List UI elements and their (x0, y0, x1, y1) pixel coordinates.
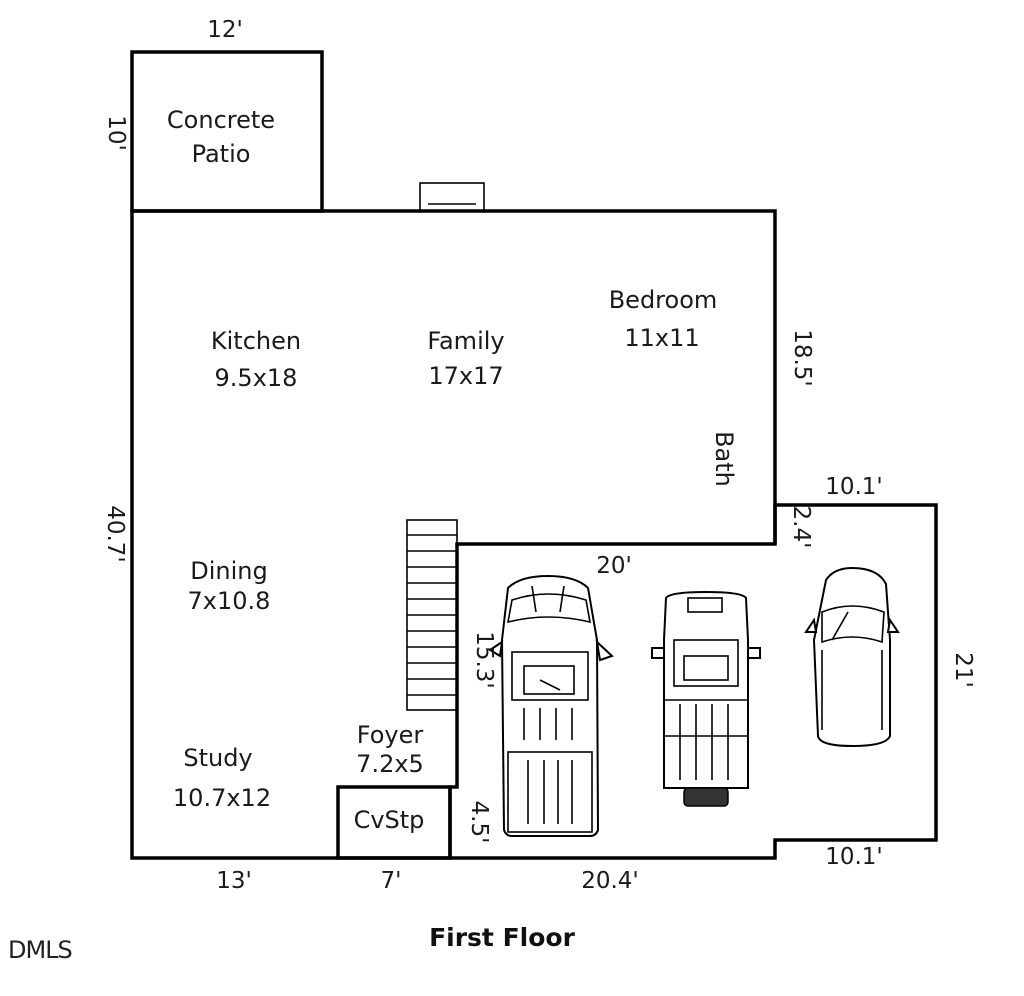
dim-foyer-step: 4.5' (466, 801, 492, 844)
patio-label-line2: Patio (192, 140, 251, 168)
bath-label: Bath (710, 431, 738, 487)
cvstp-outline (336, 785, 452, 860)
bedroom-label: Bedroom (609, 286, 718, 314)
watermark: DMLS (8, 936, 72, 964)
suv-icon (804, 566, 900, 748)
kitchen-label: Kitchen (211, 327, 301, 355)
garage-outline (450, 503, 938, 860)
dining-label: Dining (190, 557, 267, 585)
staircase (406, 519, 458, 711)
dim-garage-top: 10.1' (825, 474, 883, 500)
dim-garage-depth: 15.3' (471, 631, 497, 689)
dim-garage-right: 21' (950, 652, 976, 688)
jeep-icon (651, 590, 761, 807)
dining-size: 7x10.8 (188, 587, 271, 615)
dim-garage-step: 2.4' (788, 506, 814, 549)
dim-patio-width: 12' (207, 17, 243, 43)
dim-bottom-garage: 20.4' (581, 868, 639, 894)
dim-house-left: 40.7' (102, 505, 128, 563)
bedroom-size: 11x11 (624, 324, 699, 352)
dim-bottom-foyer: 7' (381, 868, 402, 894)
foyer-size: 7.2x5 (356, 750, 424, 778)
chimney (419, 182, 485, 212)
kitchen-size: 9.5x18 (215, 364, 298, 392)
pickup-truck-icon (488, 574, 614, 837)
dim-bottom-study: 13' (216, 868, 252, 894)
dim-patio-depth: 10' (103, 115, 129, 151)
dim-garage-bottom: 10.1' (825, 844, 883, 870)
study-label: Study (183, 744, 252, 772)
cvstp-label: CvStp (354, 806, 425, 834)
house-outline (130, 209, 777, 860)
dim-garage-inner-width: 20' (596, 553, 632, 579)
foyer-label: Foyer (357, 721, 424, 749)
dim-house-right: 18.5' (789, 329, 815, 387)
patio-label-line1: Concrete (167, 106, 275, 134)
family-label: Family (427, 327, 504, 355)
study-size: 10.7x12 (173, 784, 271, 812)
family-size: 17x17 (428, 362, 503, 390)
floor-title: First Floor (429, 923, 576, 952)
